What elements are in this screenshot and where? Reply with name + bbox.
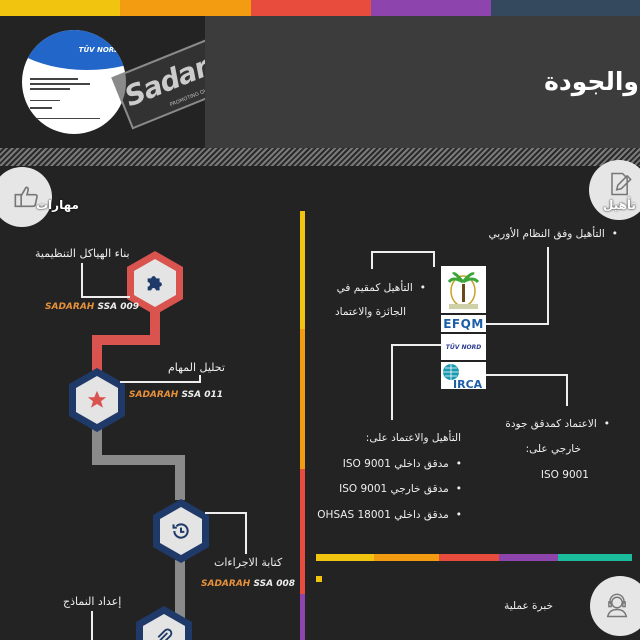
skill-code: SADARAH SSA 008	[201, 579, 295, 589]
tuv-nord-logo: TÜV NORD	[78, 46, 120, 54]
code-number: SSA 008	[253, 579, 295, 589]
thumbs-up-icon	[14, 186, 38, 208]
color-segment-red	[251, 0, 371, 16]
connector-line	[547, 247, 549, 325]
brand-text: SADARAH	[45, 302, 95, 312]
brand-text: SADARAH	[129, 390, 179, 400]
experience-icon-circle	[590, 576, 640, 636]
skills-section-label: مهارات	[36, 198, 79, 212]
connector-line	[205, 512, 247, 514]
palm-award-logo	[441, 266, 486, 313]
external-auditor-line1: الاعتماد كمدقق جودة	[505, 418, 610, 430]
skill-label: تحليل المهام	[168, 361, 225, 374]
skill-label: إعداد النماذج	[63, 595, 122, 608]
connector-line	[81, 296, 130, 298]
qualification-assessor-line2: الجائزة والاعتماد	[334, 306, 406, 318]
cert-text-line	[30, 107, 52, 109]
hatched-divider	[0, 148, 640, 166]
cert-text-line	[30, 118, 100, 119]
divider-segment-yellow	[300, 211, 305, 329]
color-segment-orange	[120, 0, 251, 16]
accreditation-item: مدقق داخلي OHSAS 18001	[317, 509, 462, 521]
stamp-text: Sadarah	[119, 36, 205, 114]
connector-line	[371, 251, 435, 253]
accreditation-item: مدقق خارجي ISO 9001	[339, 483, 462, 495]
tuv-nord-logo: TÜV NORD	[441, 334, 486, 360]
certificate-image: TÜV NORD Sadarah PROMOTING QUALITY	[0, 16, 205, 148]
connector-line	[566, 374, 568, 406]
divider-segment-purple	[300, 594, 305, 640]
connector-line	[486, 323, 549, 325]
accreditation-item: مدقق داخلي ISO 9001	[343, 458, 462, 470]
certificate-document: TÜV NORD	[22, 30, 126, 134]
cert-text-line	[30, 78, 78, 80]
qualification-assessor-line1: التأهيل كمقيم في	[337, 282, 426, 294]
connector-line	[391, 344, 393, 420]
palm-tree-icon	[447, 272, 480, 309]
edit-document-icon	[611, 172, 632, 196]
connector-line	[391, 344, 441, 346]
page-title: أنا والجودة	[544, 67, 640, 96]
qualification-section-label: تأهيل	[603, 198, 636, 212]
cert-text-line	[30, 88, 70, 90]
hbar-segment-teal	[558, 554, 632, 561]
star-icon	[87, 390, 107, 408]
skills-icon-circle	[0, 167, 52, 227]
headset-support-icon	[606, 593, 628, 618]
connector-line	[199, 375, 201, 383]
hbar-segment-red	[439, 554, 499, 561]
efqm-logo: EFQM	[441, 315, 486, 332]
hbar-segment-purple	[499, 554, 558, 561]
connector-line	[433, 251, 435, 267]
color-segment-yellow	[0, 0, 120, 16]
hbar-segment-yellow	[316, 554, 374, 561]
vertical-color-divider	[300, 211, 305, 640]
connector-line	[245, 512, 247, 554]
history-clock-icon	[172, 523, 189, 539]
horizontal-color-divider	[316, 554, 632, 561]
connector-line	[371, 251, 373, 269]
code-number: SSA 011	[181, 390, 223, 400]
cert-text-line	[30, 83, 90, 85]
header-title-panel: أنا والجودة	[205, 16, 640, 148]
brand-text: SADARAH	[201, 579, 251, 589]
divider-segment-red	[300, 469, 305, 594]
qualification-european: التأهيل وفق النظام الأوربي	[488, 228, 618, 240]
code-number: SSA 009	[97, 302, 139, 312]
skill-label: بناء الهياكل التنظيمية	[35, 247, 130, 260]
skill-label: كتابة الاجراءات	[214, 556, 283, 569]
irca-logo: IRCA	[441, 362, 486, 391]
divider-segment-orange	[300, 329, 305, 469]
qualification-icon-circle	[589, 160, 640, 220]
color-segment-navy	[491, 0, 640, 16]
paperclip-icon	[157, 628, 173, 640]
skill-code: SADARAH SSA 011	[129, 390, 223, 400]
skill-code: SADARAH SSA 009	[45, 302, 139, 312]
top-color-bar	[0, 0, 640, 16]
color-segment-purple	[371, 0, 491, 16]
hbar-segment-orange	[374, 554, 439, 561]
connector-line	[120, 381, 200, 383]
svg-text:IRCA: IRCA	[453, 378, 483, 389]
puzzle-icon	[147, 276, 162, 291]
cert-text-line	[30, 100, 60, 101]
globe-icon: IRCA	[443, 364, 483, 391]
connector-line	[81, 263, 83, 297]
experience-section-label: خبرة عملية	[504, 600, 553, 612]
connector-line	[486, 374, 568, 376]
accreditation-title: التأهيل والاعتماد على:	[365, 432, 461, 444]
external-auditor-line2: خارجي على:	[525, 443, 581, 455]
external-auditor-line3: ISO 9001	[540, 469, 589, 481]
connector-line	[91, 611, 93, 640]
small-marker	[316, 576, 322, 582]
